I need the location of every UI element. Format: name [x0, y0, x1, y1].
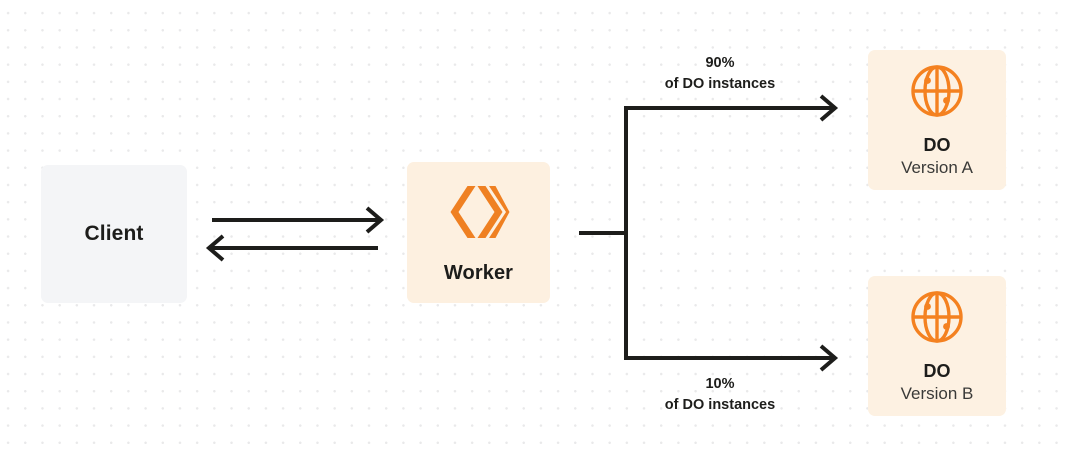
arrow-worker-to-client	[205, 234, 378, 262]
node-do-a-version: Version A	[901, 158, 973, 178]
node-do-version-a[interactable]: DO Version A	[868, 50, 1006, 190]
node-do-a-label: DO	[923, 134, 951, 155]
arrow-client-to-worker	[212, 206, 385, 234]
edge-label-do-a: 90% of DO instances	[597, 53, 843, 94]
edge-label-do-b-percent: 10%	[705, 376, 735, 392]
globe-icon	[908, 288, 966, 351]
arrow-worker-to-do-a	[624, 94, 839, 122]
arrow-worker-to-do-b	[624, 344, 839, 372]
globe-icon	[908, 62, 966, 125]
edge-label-do-b: 10% of DO instances	[597, 374, 843, 415]
edge-label-do-b-description: of DO instances	[664, 396, 776, 413]
edge-label-do-a-description: of DO instances	[664, 75, 776, 92]
branch-trunk	[579, 106, 628, 360]
node-worker-label: Worker	[443, 261, 514, 284]
node-client-label: Client	[84, 222, 144, 245]
node-worker[interactable]: Worker	[407, 162, 550, 303]
cloudflare-workers-icon	[448, 183, 510, 246]
node-do-b-label: DO	[923, 360, 951, 381]
node-do-version-b[interactable]: DO Version B	[868, 276, 1006, 416]
node-do-b-version: Version B	[900, 384, 974, 404]
edge-label-do-a-percent: 90%	[705, 55, 735, 71]
node-client[interactable]: Client	[41, 165, 187, 303]
